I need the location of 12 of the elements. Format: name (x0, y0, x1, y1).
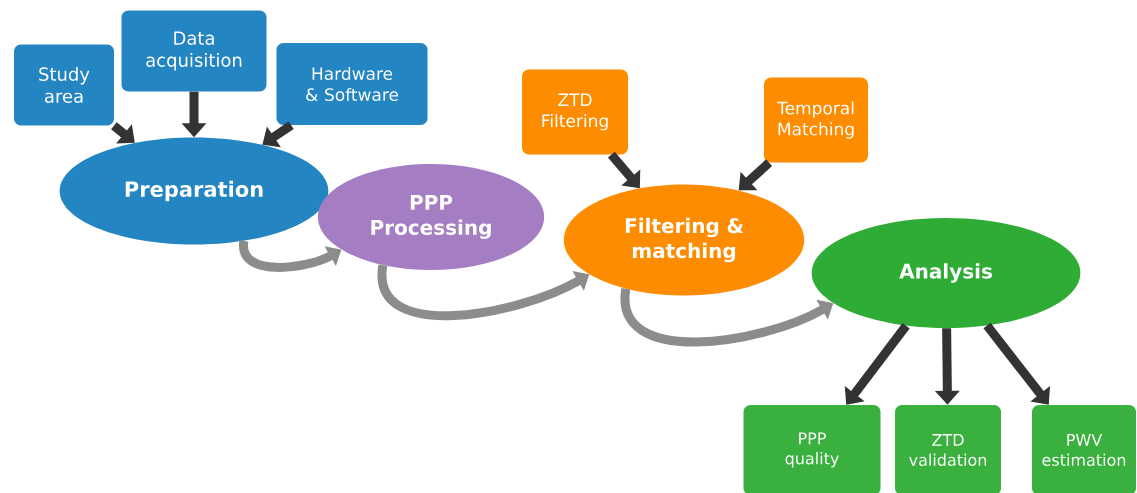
arrow (983, 322, 1050, 405)
process-box: Data acquisition (121, 10, 267, 92)
arrow (111, 122, 135, 144)
arrow (262, 121, 294, 148)
process-box: PWV estimation (1032, 405, 1136, 493)
process-box: ZTD Filtering (522, 69, 628, 155)
process-box: Study area (14, 44, 114, 126)
process-box: ZTD validation (895, 405, 1001, 493)
process-box: Temporal Matching (764, 77, 868, 163)
process-box: Hardware & Software (276, 43, 428, 125)
arrow (738, 159, 773, 191)
process-box: PPP quality (743, 405, 881, 493)
